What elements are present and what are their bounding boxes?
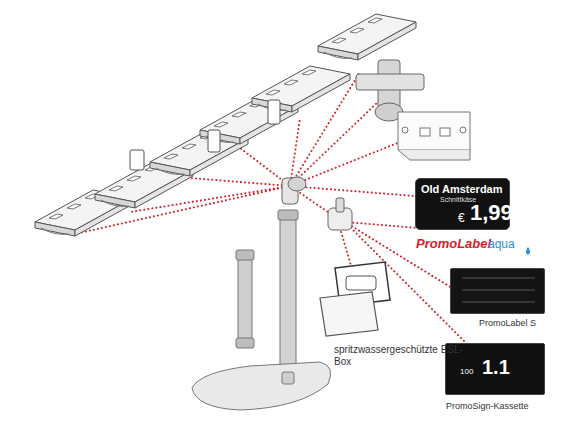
holder-plate [398, 112, 470, 160]
node-text: Old Amsterdam [421, 183, 503, 195]
node-text: 1,99 [470, 201, 513, 225]
base-plate [192, 362, 331, 410]
poles [236, 210, 298, 375]
promolabel-box: PromoLabel S [450, 268, 545, 314]
node-text: € [458, 212, 465, 225]
display-decor [526, 247, 530, 255]
joint [282, 177, 306, 204]
node-text: PromoSign-Kassette [446, 402, 529, 412]
esl-box [320, 262, 390, 336]
part-label: spritzwassergeschützte ESL-Box [334, 344, 464, 368]
node-text: PromoLabel S [479, 319, 536, 329]
small-clamp [328, 198, 352, 230]
esl-display: Old AmsterdamSchnittkäse€1,99PromoLabela… [415, 178, 510, 230]
node-text: aqua [488, 238, 515, 251]
node-text: PromoLabel [416, 237, 491, 251]
node-text: 1.1 [482, 356, 510, 378]
node-text: 100 [460, 368, 473, 377]
